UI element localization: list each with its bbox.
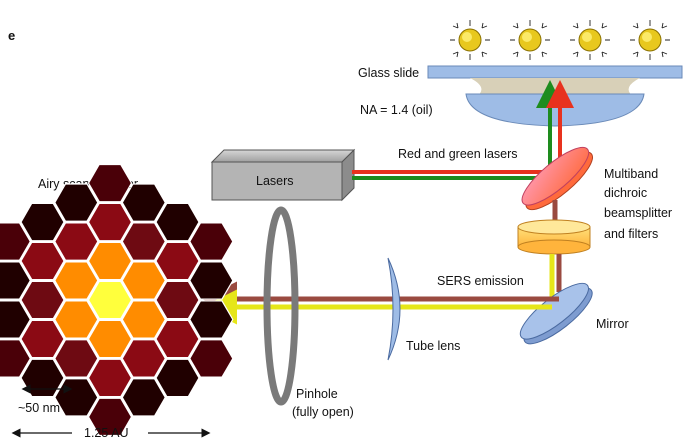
airy-hex-detector [0, 163, 234, 437]
dichroic-label-2: dichroic [604, 186, 647, 200]
detector-hex-element [54, 183, 99, 222]
red-green-lasers-label: Red and green lasers [398, 147, 518, 161]
detector-hex-element [20, 202, 65, 242]
nanoparticle [630, 20, 670, 60]
scale-au-label: 1.25 AU [84, 426, 128, 440]
detector-hex-element [0, 261, 31, 300]
dichroic-label-1: Multiband [604, 167, 658, 181]
dichroic-label-3: beamsplitter [604, 206, 672, 220]
detector-hex-element [121, 261, 166, 300]
detector-hex-element [155, 280, 200, 320]
na-label: NA = 1.4 (oil) [360, 103, 433, 117]
detector-hex-element [189, 222, 234, 261]
detector-hex-element [121, 300, 166, 339]
detector-hex-element [54, 261, 99, 300]
detector-hex-element [155, 358, 200, 398]
detector-hex-element [189, 300, 234, 339]
detector-hex-element [121, 339, 166, 378]
objective-lens [465, 93, 645, 127]
scale-50nm-label: ~50 nm [18, 401, 60, 415]
dichroic-label-4: and filters [604, 227, 658, 241]
detector-hex-element [54, 300, 99, 339]
detector-hex-element [20, 241, 65, 281]
detector-hex-element [87, 280, 133, 320]
detector-hex-element [20, 280, 65, 320]
detector-hex-element [87, 163, 133, 203]
glass-slide [427, 65, 683, 79]
detector-hex-element [189, 261, 234, 300]
nanoparticle [510, 20, 550, 60]
panel-label: e [8, 28, 15, 43]
detector-hex-element [121, 378, 166, 417]
pinhole-label-2: (fully open) [292, 405, 354, 419]
detector-hex-element [54, 378, 99, 417]
detector-hex-element [20, 358, 65, 398]
sers-emission-label: SERS emission [437, 274, 524, 288]
tube-lens [387, 257, 401, 361]
detector-hex-element [54, 339, 99, 378]
detector-hex-element [189, 339, 234, 378]
laser-source [210, 148, 356, 202]
detector-hex-element [155, 319, 200, 359]
detector-hex-element [87, 397, 133, 437]
nanoparticles [450, 20, 670, 60]
nanoparticle [570, 20, 610, 60]
detector-hex-element [155, 202, 200, 242]
detector-hex-element [121, 183, 166, 222]
detector-hex-element [0, 300, 31, 339]
mirror [519, 282, 593, 345]
detector-hex-element [121, 222, 166, 261]
pinhole-label-1: Pinhole [296, 387, 338, 401]
nanoparticle [450, 20, 490, 60]
detector-hex-element [54, 222, 99, 261]
glass-slide-label: Glass slide [358, 66, 419, 80]
lasers-label: Lasers [256, 174, 294, 188]
detector-hex-element [87, 319, 133, 359]
mirror-label: Mirror [596, 317, 629, 331]
tube-lens-label: Tube lens [406, 339, 460, 353]
detector-hex-element [87, 202, 133, 242]
pinhole-ring [263, 206, 299, 406]
detector-hex-element [87, 358, 133, 398]
detector-hex-element [87, 241, 133, 281]
detector-hex-element [20, 319, 65, 359]
detector-hex-element [155, 241, 200, 281]
detector-hex-element [0, 339, 31, 378]
detector-hex-element [0, 222, 31, 261]
dichroic-beamsplitter [521, 146, 593, 211]
emission-filter [517, 219, 591, 255]
